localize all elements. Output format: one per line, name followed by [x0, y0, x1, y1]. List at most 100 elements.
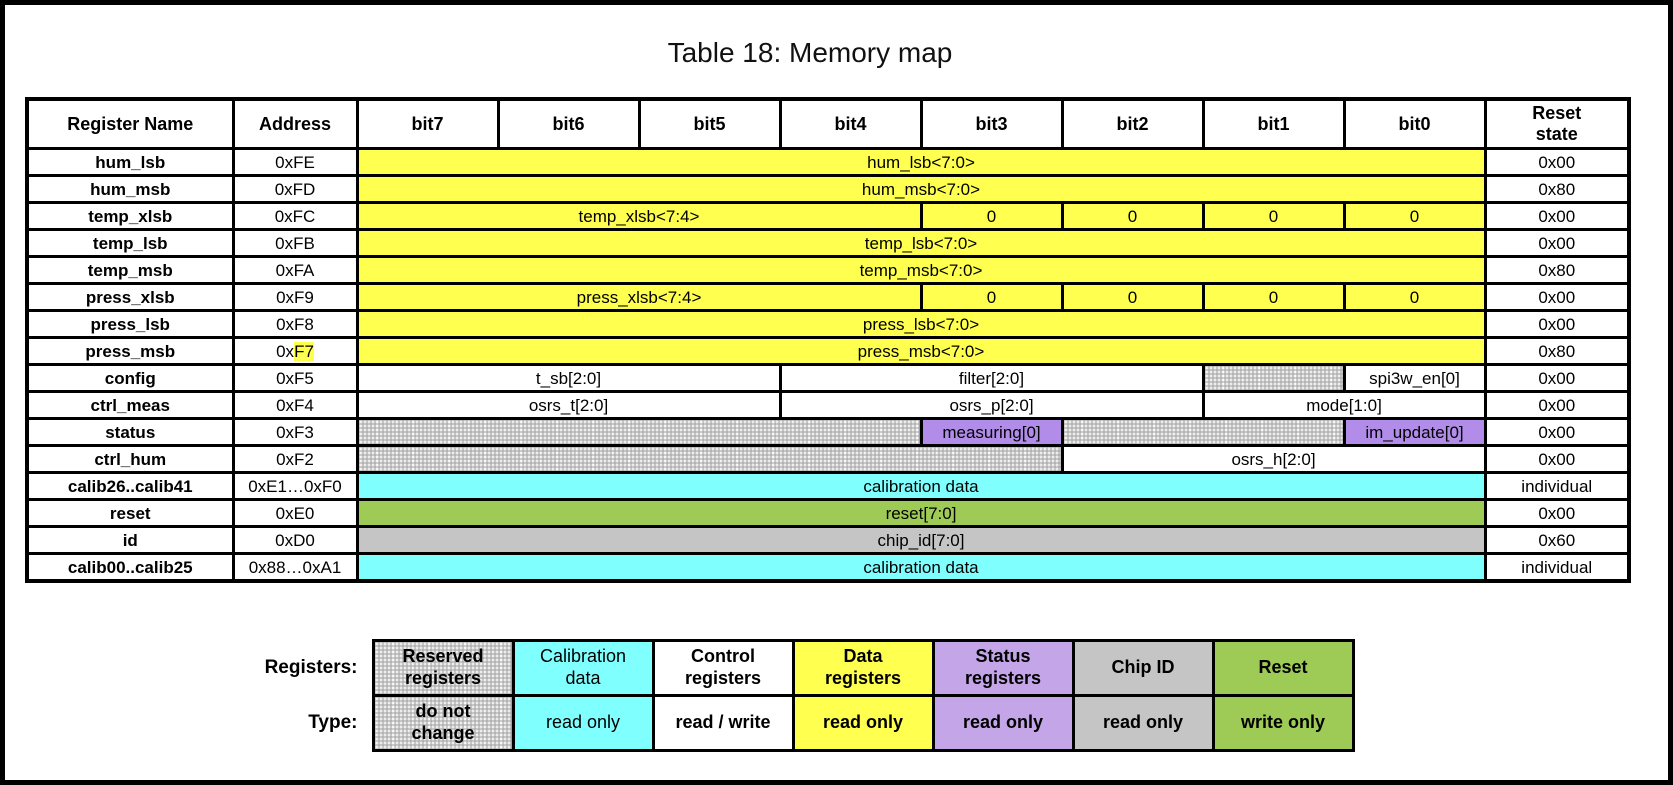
bit-field-cell: temp_xlsb<7:4> [355, 201, 923, 231]
register-name-cell: ctrl_hum [25, 444, 235, 474]
column-header-3: bit6 [496, 97, 641, 150]
register-name-cell: config [25, 363, 235, 393]
reset-state-cell: individual [1483, 552, 1631, 583]
bit-field-cell: 0 [1342, 282, 1487, 312]
bit-field-cell: 0 [1201, 282, 1346, 312]
reset-state-cell: 0x00 [1483, 201, 1631, 231]
register-name-cell: press_lsb [25, 309, 235, 339]
reset-state-cell: 0x00 [1483, 363, 1631, 393]
reset-state-cell: 0x00 [1483, 282, 1631, 312]
bit-field-cell: reset[7:0] [355, 498, 1487, 528]
bit-field-cell: 0 [919, 201, 1064, 231]
column-header-1: Address [231, 97, 359, 150]
reset-state-cell: 0x80 [1483, 174, 1631, 204]
legend-register-cell: Calibration data [511, 639, 655, 697]
reset-state-cell: 0x80 [1483, 255, 1631, 285]
reset-state-cell: 0x00 [1483, 228, 1631, 258]
table-title: Table 18: Memory map [667, 37, 953, 68]
address-cell: 0xF7 [231, 336, 359, 366]
reset-state-cell: individual [1483, 471, 1631, 501]
register-name-cell: hum_lsb [25, 147, 235, 177]
reset-state-cell: 0x60 [1483, 525, 1631, 555]
address-cell: 0xE1…0xF0 [231, 471, 359, 501]
register-name-cell: press_msb [25, 336, 235, 366]
bit-field-cell: calibration data [355, 471, 1487, 501]
bit-field-cell: chip_id[7:0] [355, 525, 1487, 555]
address-cell: 0xFA [231, 255, 359, 285]
legend-register-cell: Data registers [791, 639, 935, 697]
column-header-7: bit2 [1060, 97, 1205, 150]
register-name-cell: press_xlsb [25, 282, 235, 312]
bit-field-cell: mode[1:0] [1201, 390, 1487, 420]
address-cell: 0xFE [231, 147, 359, 177]
column-header-0: Register Name [25, 97, 235, 150]
column-header-5: bit4 [778, 97, 923, 150]
legend-type-cell: read / write [651, 694, 795, 752]
legend-type-label: Type: [25, 695, 373, 751]
address-cell: 0xF9 [231, 282, 359, 312]
address-cell: 0xF5 [231, 363, 359, 393]
register-name-cell: status [25, 417, 235, 447]
legend-type-cell: read only [1071, 694, 1215, 752]
register-name-cell: temp_msb [25, 255, 235, 285]
bit-field-cell: osrs_p[2:0] [778, 390, 1205, 420]
register-name-cell: ctrl_meas [25, 390, 235, 420]
bit-field-cell: filter[2:0] [778, 363, 1205, 393]
bit-field-cell: temp_lsb<7:0> [355, 228, 1487, 258]
column-header-9: bit0 [1342, 97, 1487, 150]
column-header-4: bit5 [637, 97, 782, 150]
bit-field-cell: hum_msb<7:0> [355, 174, 1487, 204]
column-header-6: bit3 [919, 97, 1064, 150]
address-cell: 0xF4 [231, 390, 359, 420]
bit-field-cell: osrs_h[2:0] [1060, 444, 1487, 474]
legend-register-cell: Reset [1211, 639, 1355, 697]
legend-register-cell: Control registers [651, 639, 795, 697]
bit-field-cell: t_sb[2:0] [355, 363, 782, 393]
address-cell: 0xF2 [231, 444, 359, 474]
register-name-cell: hum_msb [25, 174, 235, 204]
register-name-cell: calib26..calib41 [25, 471, 235, 501]
reset-state-cell: 0x00 [1483, 444, 1631, 474]
address-cell: 0xFB [231, 228, 359, 258]
column-header-2: bit7 [355, 97, 500, 150]
bit-field-cell: 0 [1060, 282, 1205, 312]
address-cell: 0xD0 [231, 525, 359, 555]
bit-field-cell: measuring[0] [919, 417, 1064, 447]
register-name-cell: id [25, 525, 235, 555]
legend-type-cell: do not change [371, 694, 515, 752]
bit-field-cell: temp_msb<7:0> [355, 255, 1487, 285]
bit-field-cell: im_update[0] [1342, 417, 1487, 447]
bit-field-cell: press_msb<7:0> [355, 336, 1487, 366]
legend-type-cell: read only [791, 694, 935, 752]
address-cell: 0xF8 [231, 309, 359, 339]
reset-state-cell: 0x00 [1483, 147, 1631, 177]
register-name-cell: temp_xlsb [25, 201, 235, 231]
reset-state-cell: 0x00 [1483, 498, 1631, 528]
register-name-cell: reset [25, 498, 235, 528]
legend-register-cell: Status registers [931, 639, 1075, 697]
address-cell: 0xF3 [231, 417, 359, 447]
reset-state-cell: 0x80 [1483, 336, 1631, 366]
bit-field-cell: calibration data [355, 552, 1487, 583]
bit-field-cell: 0 [1342, 201, 1487, 231]
bit-field-cell: hum_lsb<7:0> [355, 147, 1487, 177]
bit-field-cell: 0 [1060, 201, 1205, 231]
